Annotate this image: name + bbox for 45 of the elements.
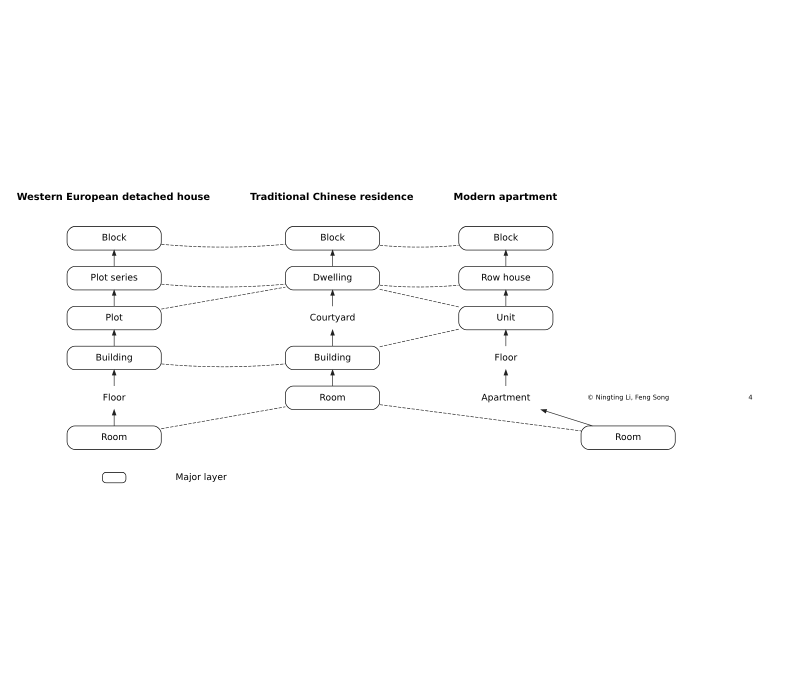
node-text: Courtyard xyxy=(310,313,356,324)
arrow xyxy=(112,289,116,307)
connector xyxy=(160,244,286,248)
arrow xyxy=(504,328,508,346)
node-box: Block xyxy=(458,226,554,250)
arrow xyxy=(112,328,116,346)
node-box: Block xyxy=(285,226,380,250)
node-text: Floor xyxy=(494,353,518,364)
label: Western European detached house xyxy=(16,192,210,204)
connector xyxy=(160,284,286,288)
connector xyxy=(379,404,582,432)
arrow xyxy=(112,249,116,267)
node-box: Unit xyxy=(458,306,554,330)
connector xyxy=(160,406,286,430)
arrow xyxy=(112,408,116,426)
connector xyxy=(379,328,460,348)
node-box: Building xyxy=(66,346,162,370)
arrow xyxy=(504,249,508,267)
arrow xyxy=(330,328,335,346)
node-text: Apartment xyxy=(481,393,530,404)
connector xyxy=(379,284,459,288)
arrow xyxy=(330,368,335,386)
node-box: Plot series xyxy=(66,266,162,290)
arrow xyxy=(504,368,508,386)
arrow xyxy=(504,289,508,307)
connector xyxy=(160,364,286,368)
arrow xyxy=(112,368,116,386)
legend-label: Major layer xyxy=(176,473,227,484)
node-box: Block xyxy=(66,226,162,250)
node-box: Dwelling xyxy=(285,266,380,290)
label: Modern apartment xyxy=(454,192,558,204)
connector xyxy=(160,286,286,310)
connector xyxy=(379,244,459,248)
node-text: Floor xyxy=(102,393,126,404)
arrow xyxy=(540,409,594,426)
label: Traditional Chinese residence xyxy=(250,192,414,204)
node-box: Room xyxy=(285,386,380,410)
node-box: Building xyxy=(285,346,380,370)
node-box: Room xyxy=(580,426,676,450)
connector xyxy=(379,288,460,308)
arrow xyxy=(330,249,335,267)
node-box: Room xyxy=(66,426,162,450)
node-box: Row house xyxy=(458,266,554,290)
node-box: Plot xyxy=(66,306,162,330)
arrow xyxy=(330,289,335,307)
